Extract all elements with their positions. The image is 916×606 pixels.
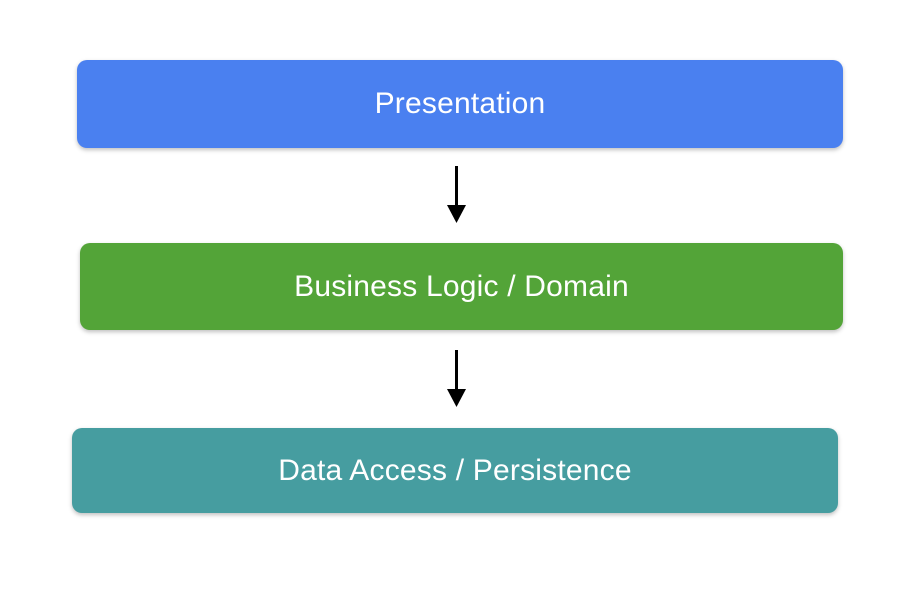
- node-data-access-label: Data Access / Persistence: [278, 453, 632, 487]
- node-business-logic-label: Business Logic / Domain: [294, 269, 629, 303]
- arrow-down-icon: [447, 166, 466, 223]
- node-presentation[interactable]: Presentation: [77, 60, 843, 148]
- node-business-logic[interactable]: Business Logic / Domain: [80, 243, 843, 330]
- node-presentation-label: Presentation: [374, 87, 546, 120]
- node-data-access[interactable]: Data Access / Persistence: [72, 428, 838, 513]
- arrow-down-icon: [447, 350, 466, 407]
